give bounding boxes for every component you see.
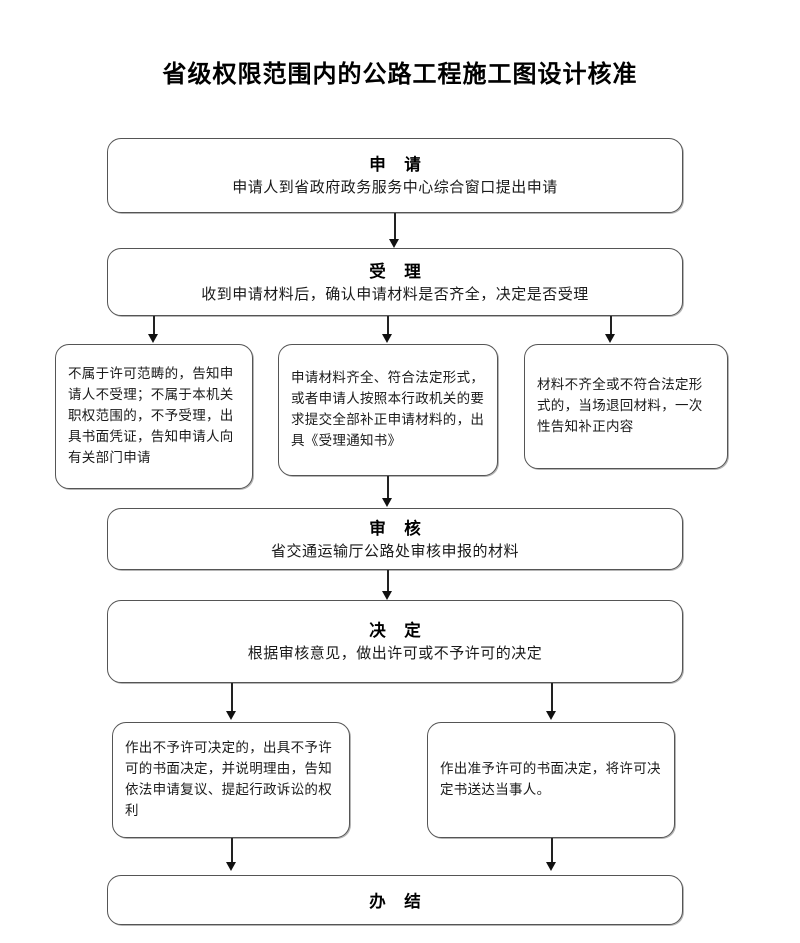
node-incomplete: 材料不齐全或不符合法定形式的，当场退回材料，一次性告知补正内容 [524,344,728,469]
node-decision-body: 根据审核意见，做出许可或不予许可的决定 [247,646,543,663]
connector-complete-to-review [387,476,389,500]
node-accept-heading: 受 理 [369,262,428,281]
page-title: 省级权限范围内的公路工程施工图设计核准 [162,61,638,88]
node-complete-body: 申请材料齐全、符合法定形式，或者申请人按照本行政机关的要求提交全部补正申请材料的… [291,370,485,448]
arrowhead-review-to-decision [382,591,392,600]
connector-accept-to-complete [387,316,389,336]
node-accept-body: 收到申请材料后，确认申请材料是否齐全，决定是否受理 [201,286,589,303]
arrowhead-complete-to-review [382,498,392,507]
arrowhead-decision-to-deny [226,711,236,720]
node-apply-body: 申请人到省政府政务服务中心综合窗口提出申请 [232,180,558,197]
node-deny-body: 作出不予许可决定的，出具不予许可的书面决定，并说明理由，告知依法申请复议、提起行… [125,740,332,818]
arrowhead-apply-to-accept [389,239,399,248]
node-decision-heading: 决 定 [369,622,428,641]
node-incomplete-body: 材料不齐全或不符合法定形式的，当场退回材料，一次性告知补正内容 [537,377,703,434]
node-review-body: 省交通运输厅公路处审核申报的材料 [270,543,519,560]
node-approve: 作出准予许可的书面决定，将许可决定书送达当事人。 [427,722,675,838]
arrowhead-approve-to-finish [546,862,556,871]
node-review: 审 核 省交通运输厅公路处审核申报的材料 [107,508,683,570]
arrowhead-deny-to-finish [226,862,236,871]
node-reject-body: 不属于许可范畴的，告知申请人不受理；不属于本机关职权范围的，不予受理，出具书面凭… [68,366,234,465]
connector-decision-to-approve [551,683,553,713]
connector-decision-to-deny [231,683,233,713]
node-apply-heading: 申 请 [369,156,428,175]
node-accept: 受 理 收到申请材料后，确认申请材料是否齐全，决定是否受理 [107,248,683,316]
connector-accept-to-reject [153,316,155,336]
node-review-heading: 审 核 [369,519,428,538]
arrowhead-accept-to-incomplete [605,334,615,343]
arrowhead-decision-to-approve [546,711,556,720]
node-decision: 决 定 根据审核意见，做出许可或不予许可的决定 [107,600,683,683]
node-deny: 作出不予许可决定的，出具不予许可的书面决定，并说明理由，告知依法申请复议、提起行… [112,722,350,838]
connector-apply-to-accept [394,213,396,241]
connector-accept-to-incomplete [610,316,612,336]
arrowhead-accept-to-complete [382,334,392,343]
node-complete: 申请材料齐全、符合法定形式，或者申请人按照本行政机关的要求提交全部补正申请材料的… [278,344,498,476]
connector-approve-to-finish [551,838,553,864]
arrowhead-accept-to-reject [148,334,158,343]
node-apply: 申 请 申请人到省政府政务服务中心综合窗口提出申请 [107,138,683,213]
connector-deny-to-finish [231,838,233,864]
node-finish: 办 结 [107,875,683,925]
node-reject: 不属于许可范畴的，告知申请人不受理；不属于本机关职权范围的，不予受理，出具书面凭… [55,344,253,489]
node-finish-heading: 办 结 [369,893,428,911]
connector-review-to-decision [387,570,389,593]
node-approve-body: 作出准予许可的书面决定，将许可决定书送达当事人。 [440,761,661,797]
